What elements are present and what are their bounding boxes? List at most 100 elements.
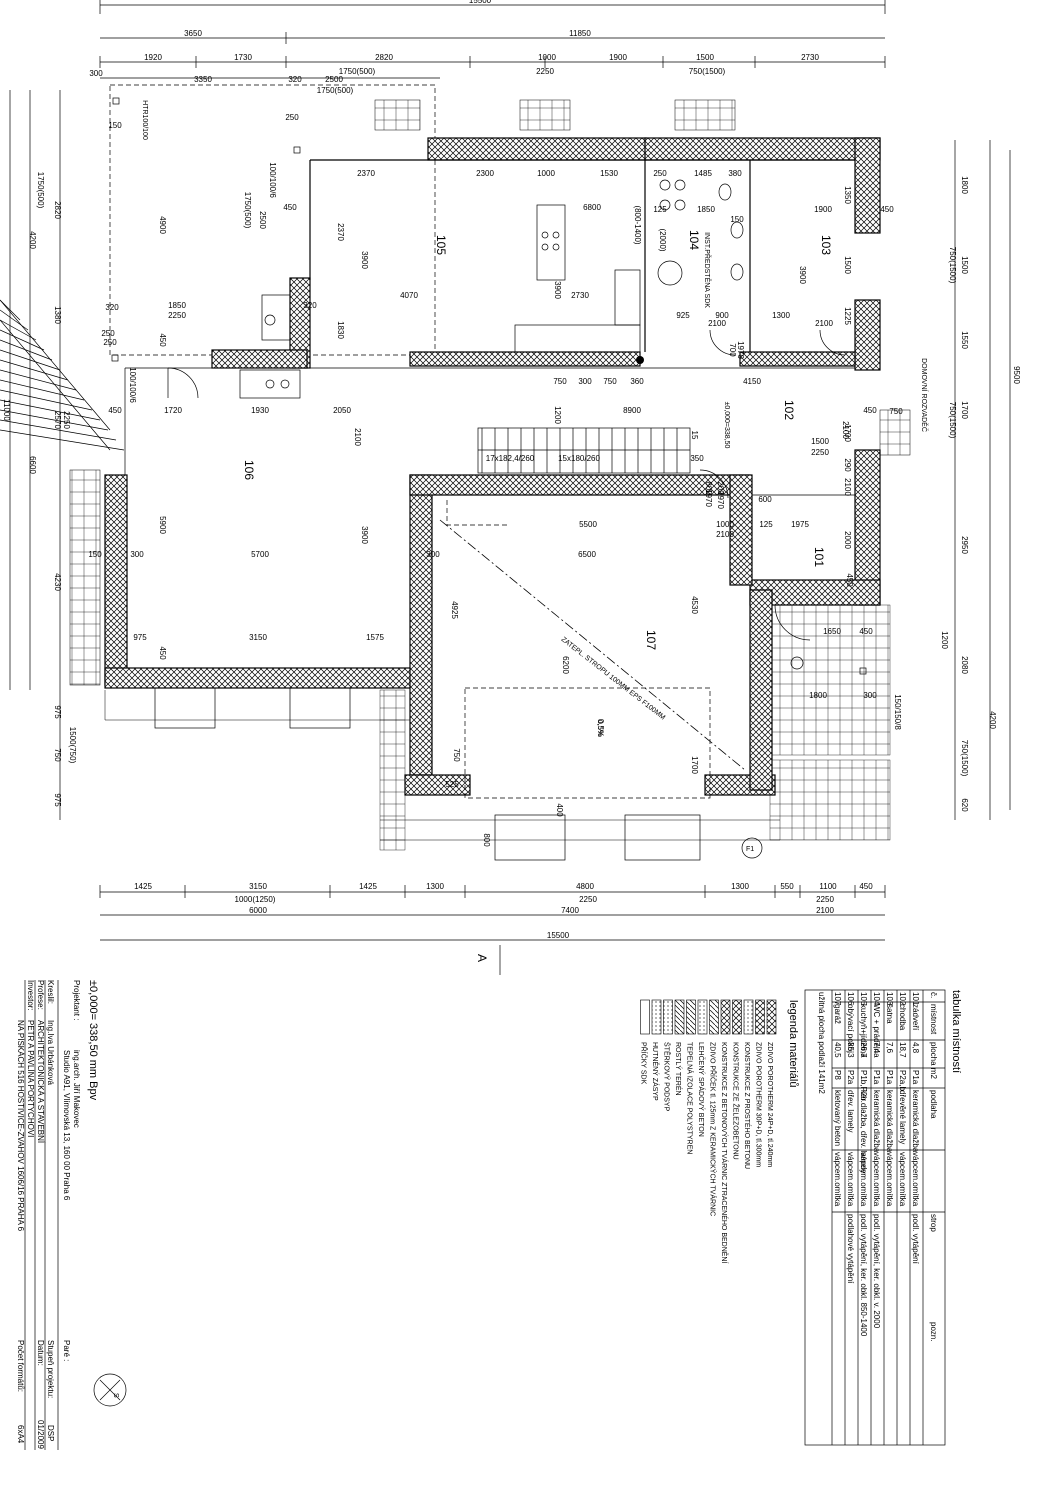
- legend-item: ZDIVO PŘÍČEK tl. 125mm Z KERAMICKÝCH TVÁ…: [709, 1042, 718, 1216]
- tb-investor-label: Investor:: [26, 980, 35, 1011]
- dim-left-1: 4200: [28, 231, 37, 249]
- dim-left-in-3: 750: [53, 748, 62, 762]
- dim-left-block: 3650: [184, 29, 202, 38]
- dim-right-12: 620: [960, 798, 969, 812]
- interior-dim: 450: [863, 406, 877, 415]
- room-table: tabulka místností č. místnost plocha m2 pod…: [804, 989, 962, 1446]
- interior-dim: 1830: [336, 321, 345, 339]
- interior-dim: 1970: [704, 489, 713, 507]
- legend-item: ROSTLÝ TERÉN: [674, 1042, 683, 1096]
- room-table-cell: vápcem.omítka: [885, 1152, 894, 1207]
- dim-right-11: 750(1500): [960, 740, 969, 777]
- dim-right-9: 4200: [988, 711, 997, 729]
- interior-dim: 150: [730, 215, 744, 224]
- interior-dim: 1850: [168, 301, 186, 310]
- interior-dim: 300: [578, 377, 592, 386]
- dim-right-4: 1700: [960, 401, 969, 419]
- room-table-title: tabulka místností: [950, 990, 962, 1073]
- interior-dim: 1970: [716, 491, 725, 509]
- interior-dim: 5900: [158, 516, 167, 534]
- interior-dim: 250: [101, 329, 115, 338]
- interior-dim: 15: [690, 431, 699, 440]
- interior-dim: 6800: [583, 203, 601, 212]
- title-block: ±0,000= 338,50 mm Bpv Projektant : ing.a…: [16, 980, 127, 1450]
- interior-dim: 125: [759, 520, 773, 529]
- interior-dim: 4900: [158, 216, 167, 234]
- interior-dim: 2100: [708, 319, 726, 328]
- note-htr: HTR100/100: [141, 100, 148, 140]
- interior-dim: 2500: [258, 211, 267, 229]
- interior-dim: 400: [555, 803, 564, 817]
- room-table-cell: dřevěné lamely: [898, 1090, 907, 1144]
- dim-left-in-2: 2570: [53, 411, 62, 429]
- room-table-cell: vápcem.omítka: [833, 1152, 842, 1207]
- room-table-header: plocha m2: [929, 1042, 938, 1079]
- interior-dim: 350: [690, 454, 704, 463]
- interior-dim: 1530: [600, 169, 618, 178]
- room-table-cell: P8: [833, 1070, 842, 1080]
- interior-dim: (800-1400): [633, 205, 642, 244]
- dim-right-7: 9500: [1012, 366, 1021, 384]
- dim-left-0: 1750(500): [36, 172, 45, 209]
- room-table-cell: P1b,P2b: [859, 1070, 868, 1101]
- interior-dim: 450: [158, 646, 167, 660]
- dim-r3b-2: 320: [288, 75, 302, 84]
- room-table-cell: P2a: [846, 1070, 855, 1085]
- dim-left-4: 6600: [28, 456, 37, 474]
- dim-bottom-row1: 1425: [134, 882, 152, 891]
- room-table-cell: 106: [846, 992, 855, 1006]
- room-table-cell: 7,4: [872, 1042, 881, 1054]
- dim-bottom-row1: 1100: [819, 882, 837, 891]
- room-label-101: 101: [812, 547, 826, 567]
- interior-dim: 1900: [814, 205, 832, 214]
- interior-dim: 200: [716, 481, 725, 495]
- interior-dim: 1200: [553, 406, 562, 424]
- interior-dim: 150: [88, 550, 102, 559]
- interior-dim: 2000: [843, 531, 852, 549]
- dim-right-2: 750(1500): [948, 247, 957, 284]
- interior-dim: 1575: [366, 633, 384, 642]
- dim-bottom-row1: 450: [859, 882, 873, 891]
- interior-dim: 975: [133, 633, 147, 642]
- room-table-header: č.: [929, 992, 938, 998]
- interior-dim: 150/150/8: [893, 694, 902, 730]
- room-table-header: místnost: [929, 1004, 938, 1035]
- room-table-cell: podl. vytápění: [911, 1214, 920, 1265]
- room-table-cell: P2a,b: [898, 1070, 907, 1091]
- tb-datum-label: Datum:: [36, 1340, 45, 1366]
- dim-bot-r2-0: 1000(1250): [235, 895, 276, 904]
- interior-dim: 450: [859, 627, 873, 636]
- legend-item: LEHČENÝ SPÁDOVÝ BETON: [697, 1042, 706, 1137]
- interior-dim: 4070: [400, 291, 418, 300]
- dim-row2: 1730: [234, 53, 252, 62]
- dim-r3b-0: 300: [89, 69, 103, 78]
- dim-right-3: 1550: [960, 331, 969, 349]
- interior-dim: 300: [130, 550, 144, 559]
- note-instal: INST.PŘEDSTĚNA SDK: [703, 232, 712, 308]
- note-domovni: DOMOVNÍ ROZVADĚČ: [920, 358, 929, 432]
- interior-dim: 300: [426, 550, 440, 559]
- dim-left-7: 1500(750): [68, 727, 77, 764]
- room-table-cell: 104: [872, 992, 881, 1006]
- room-label-102: 102: [782, 400, 796, 420]
- room-table-cell: keramická dlažba: [885, 1090, 894, 1153]
- dim-left-in-1: 2250: [62, 411, 71, 429]
- legend-swatch: [720, 999, 731, 1035]
- legend-item: TEPELNÁ IZOLACE POLYSTYREN: [686, 1042, 695, 1154]
- room-table-cell: 40,5: [833, 1042, 842, 1058]
- legend-item: PŘÍČKY SDK: [640, 1042, 649, 1085]
- dim-row2: 1920: [144, 53, 162, 62]
- legend-swatch: [755, 999, 765, 1035]
- room-table-cell: vápcem.omítka: [898, 1152, 907, 1207]
- interior-dim: 450: [283, 203, 297, 212]
- dim-row2: 2820: [375, 53, 393, 62]
- tb-kreslil-label: Kreslil:: [46, 980, 55, 1004]
- interior-dim: 3900: [798, 266, 807, 284]
- interior-dim: 750: [889, 407, 903, 416]
- dim-bot-r2-2: 2250: [816, 895, 834, 904]
- interior-dim: 290: [843, 458, 852, 472]
- right-dimensions: 1800 1500 750(1500) 1550 1700 750(1500) …: [940, 140, 1021, 820]
- dim-bot-r3-1: 7400: [561, 906, 579, 915]
- dim-left-2: 1380: [53, 306, 62, 324]
